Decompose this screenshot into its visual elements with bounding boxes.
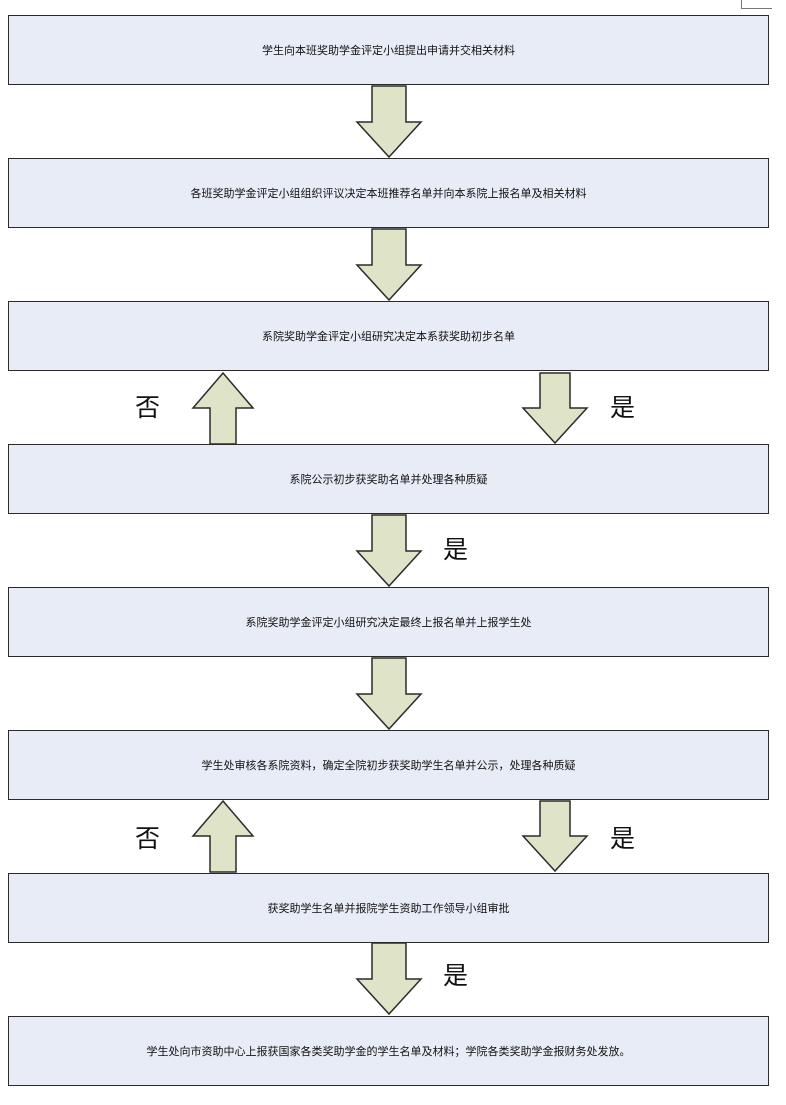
step-2-class-review: 各班奖助学金评定小组组织评议决定本班推荐名单并向本系院上报名单及相关材料 <box>8 158 769 228</box>
step-8-report: 学生处向市资助中心上报获国家各类奖助学金的学生名单及材料；学院各类奖助学金报财务… <box>8 1016 769 1086</box>
step-4-text: 系院公示初步获奖助名单并处理各种质疑 <box>289 473 488 486</box>
label-no-1: 否 <box>135 393 161 422</box>
step-6-text: 学生处审核各系院资料，确定全院初步获奖助学生名单并公示，处理各种质疑 <box>201 759 576 772</box>
arrow-down-5-6 <box>355 657 423 731</box>
arrow-down-1-2 <box>355 85 423 159</box>
step-3-dept-initial: 系院奖助学金评定小组研究决定本系获奖助初步名单 <box>8 301 769 371</box>
arrow-down-4-5 <box>355 514 423 588</box>
arrow-down-7-8 <box>355 942 423 1016</box>
step-8-text: 学生处向市资助中心上报获国家各类奖助学金的学生名单及材料；学院各类奖助学金报财务… <box>146 1045 631 1058</box>
step-1-apply: 学生向本班奖助学金评定小组提出申请并交相关材料 <box>8 15 769 85</box>
step-5-dept-final: 系院奖助学金评定小组研究决定最终上报名单并上报学生处 <box>8 587 769 657</box>
label-yes-1: 是 <box>610 393 636 422</box>
arrow-up-no-1 <box>191 371 255 445</box>
arrow-down-yes-2 <box>521 800 589 873</box>
arrow-down-yes-1 <box>521 372 589 445</box>
arrow-down-2-3 <box>355 228 423 302</box>
step-7-approval: 获奖助学生名单并报院学生资助工作领导小组审批 <box>8 873 769 943</box>
step-4-dept-publicize: 系院公示初步获奖助名单并处理各种质疑 <box>8 444 769 514</box>
step-3-text: 系院奖助学金评定小组研究决定本系获奖助初步名单 <box>262 330 515 343</box>
label-no-2: 否 <box>135 824 161 853</box>
step-5-text: 系院奖助学金评定小组研究决定最终上报名单并上报学生处 <box>245 616 532 629</box>
label-yes-3: 是 <box>610 824 636 853</box>
step-1-text: 学生向本班奖助学金评定小组提出申请并交相关材料 <box>262 44 515 57</box>
step-2-text: 各班奖助学金评定小组组织评议决定本班推荐名单并向本系院上报名单及相关材料 <box>190 187 587 200</box>
arrow-up-no-2 <box>191 799 255 873</box>
label-yes-4: 是 <box>443 961 469 990</box>
label-yes-2: 是 <box>443 535 469 564</box>
page-corner-mark <box>741 0 772 9</box>
step-7-text: 获奖助学生名单并报院学生资助工作领导小组审批 <box>267 902 510 915</box>
step-6-office-review: 学生处审核各系院资料，确定全院初步获奖助学生名单并公示，处理各种质疑 <box>8 730 769 800</box>
